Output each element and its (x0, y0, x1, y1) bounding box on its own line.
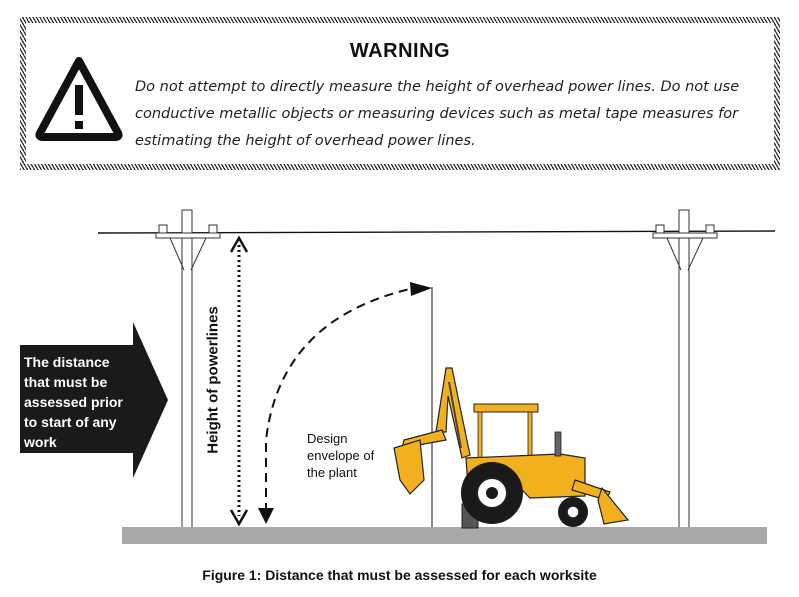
callout-text: The distance that must be assessed prior… (24, 354, 123, 450)
right-power-pole (652, 209, 718, 529)
figure-caption: Figure 1: Distance that must be assessed… (202, 567, 597, 583)
warning-box: WARNING Do not attempt to directly measu… (20, 17, 780, 170)
design-envelope-arc (258, 282, 433, 527)
height-of-powerlines-label: Height of powerlines (204, 306, 222, 454)
warning-title: WARNING (349, 40, 451, 62)
warning-triangle-icon (35, 57, 123, 141)
callout-arrow (20, 322, 168, 478)
warning-text: Do not attempt to directly measure the h… (135, 79, 740, 149)
height-arrow (229, 235, 249, 527)
backhoe-loader (393, 367, 630, 529)
warning-box-inner: WARNING Do not attempt to directly measu… (26, 23, 774, 164)
design-envelope-label: Design envelope of the plant (307, 431, 375, 480)
ground-strip (122, 527, 767, 544)
